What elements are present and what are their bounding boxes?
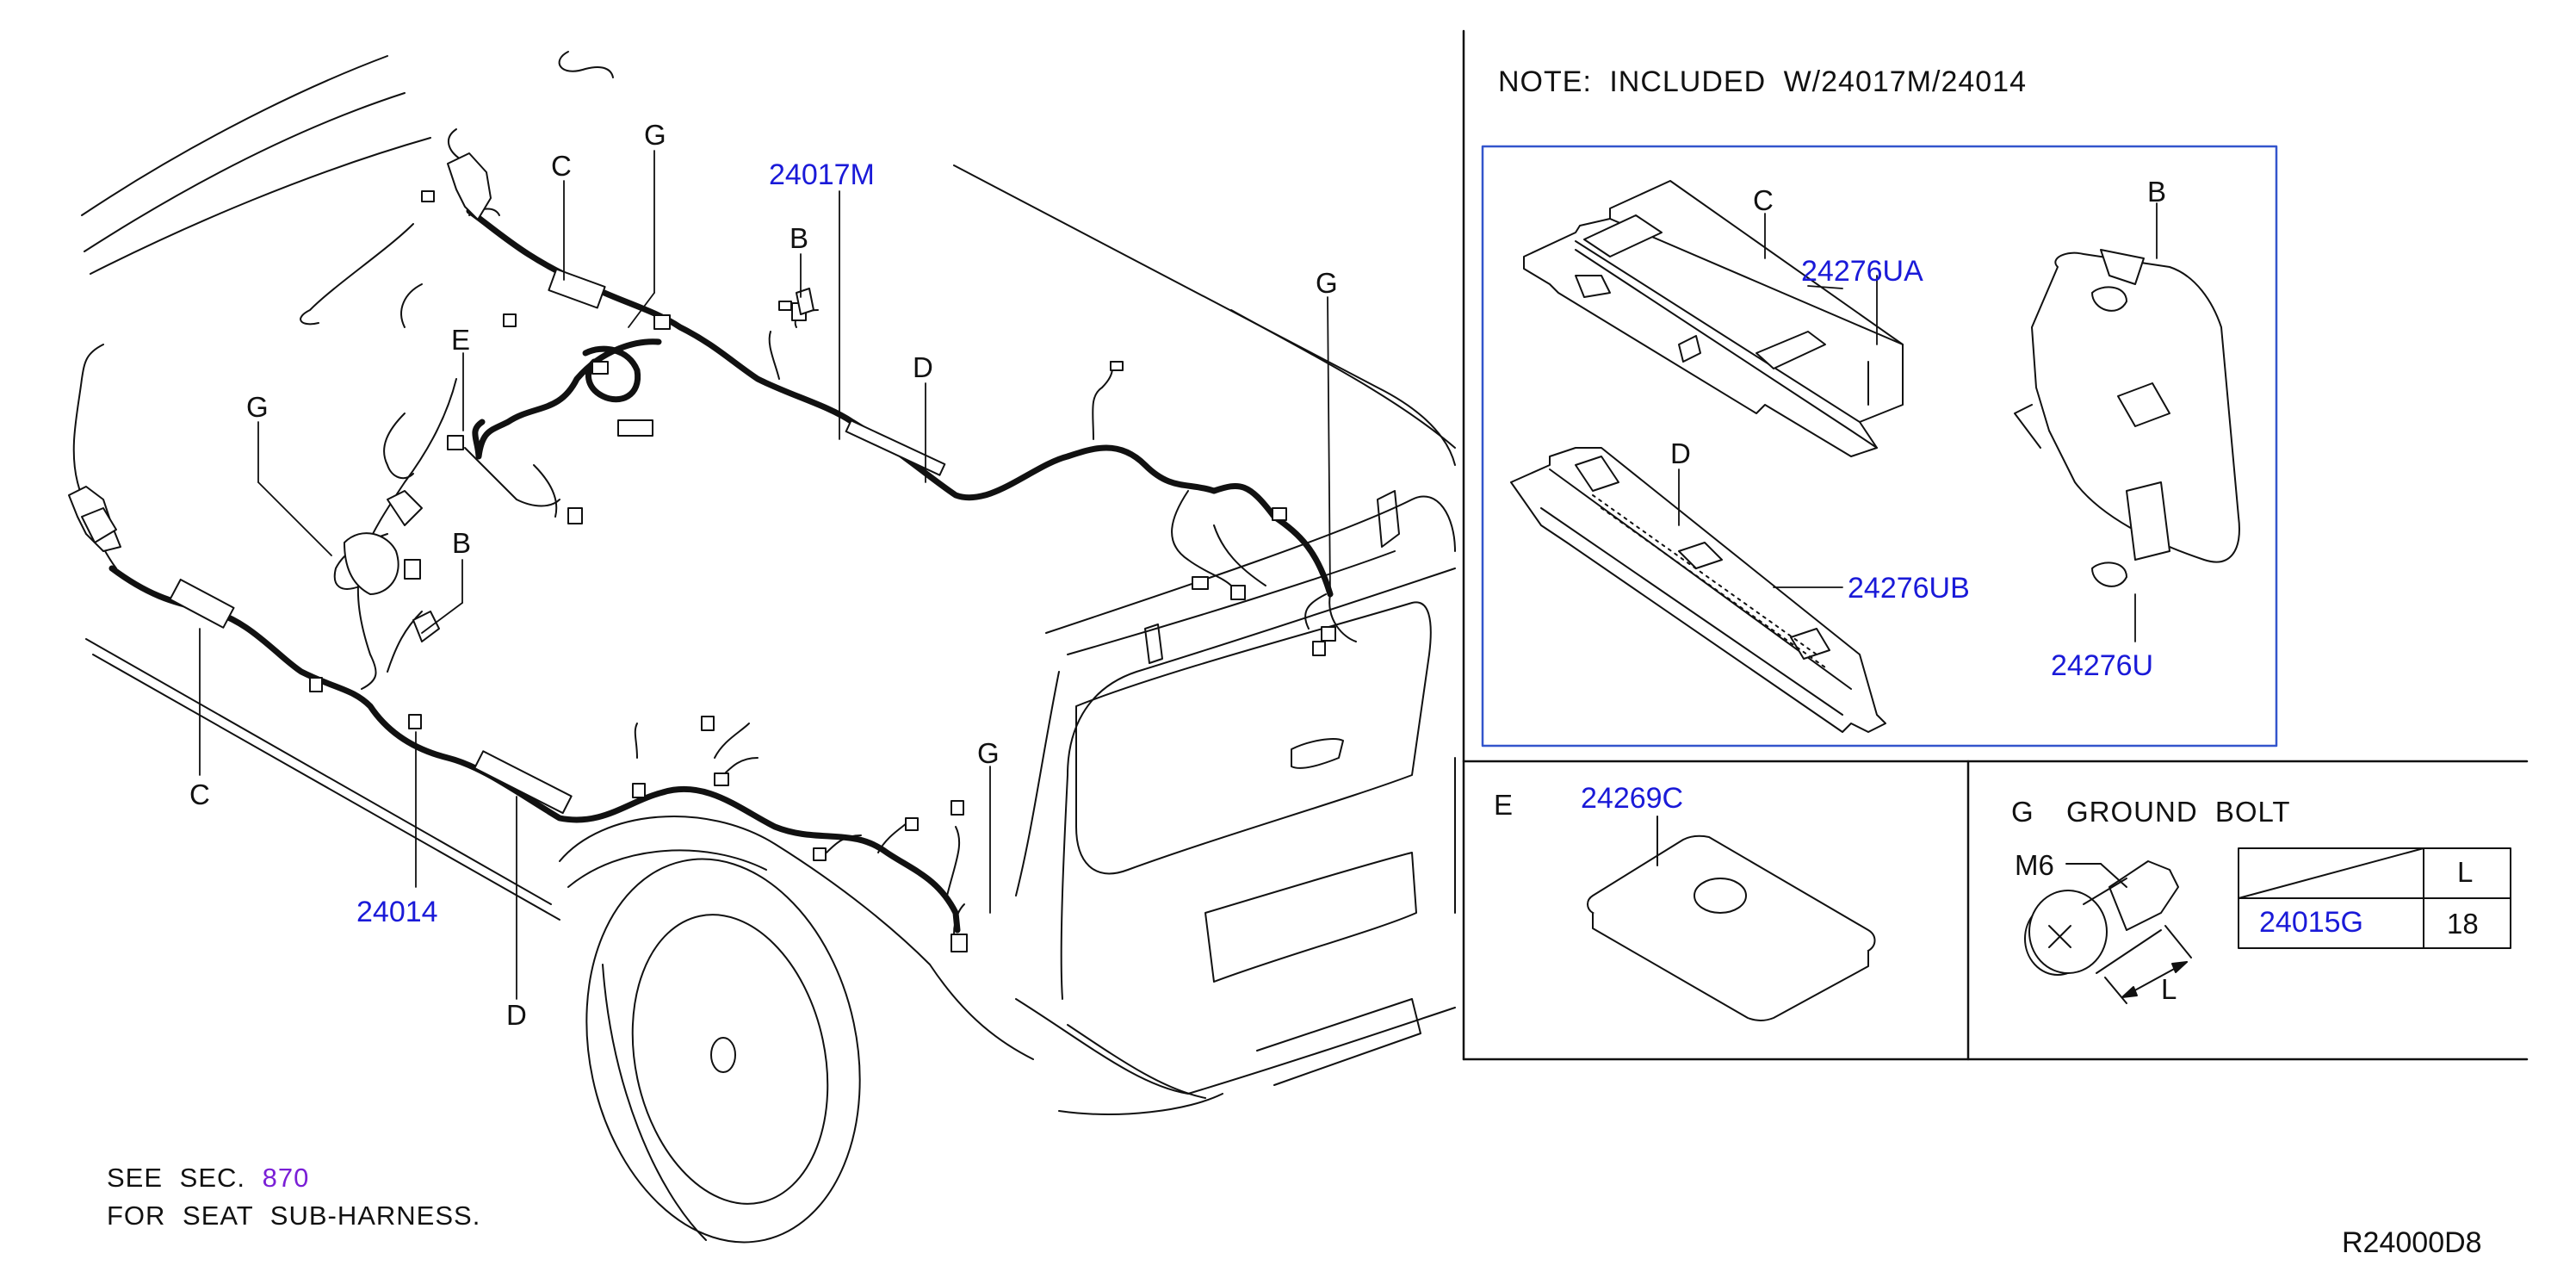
callout-g-right: G: [1316, 267, 1338, 299]
callout-leaders: [199, 150, 1331, 1000]
diagram-reference-code: R24000D8: [2342, 1226, 2482, 1259]
detail-d-part-drawing: [1510, 447, 1886, 733]
part-number-24276UB[interactable]: 24276UB: [1848, 572, 1970, 605]
callout-c-top: C: [551, 150, 572, 182]
ground-bolt-table-grid: [2238, 847, 2511, 949]
see-section-prefix: SEE SEC.: [107, 1163, 245, 1193]
callout-b-top: B: [790, 222, 809, 254]
seat-sub-harness-note: FOR SEAT SUB-HARNESS.: [107, 1200, 481, 1231]
panel-divider-lines: [1462, 29, 2529, 1061]
detail-leaders: [1678, 202, 2158, 642]
callout-b-left: B: [452, 527, 472, 559]
table-value-length: 18: [2447, 908, 2479, 940]
part-number-24017M[interactable]: 24017M: [769, 158, 875, 191]
length-dimension-label: L: [2161, 973, 2177, 1005]
callout-e-left: E: [451, 324, 471, 356]
thread-size-label: M6: [2015, 849, 2054, 881]
relay-clusters: [68, 152, 814, 642]
detail-cd-frame: [1481, 145, 2278, 748]
connectors: [169, 190, 1336, 952]
part-number-24269C[interactable]: 24269C: [1581, 782, 1684, 815]
callout-d-top: D: [913, 351, 933, 383]
see-section-text: SEE SEC. 870: [107, 1164, 309, 1191]
detail-b-clip-drawing: [2014, 249, 2240, 587]
detail-e-pad-drawing: [1587, 816, 1876, 1021]
part-number-24015G[interactable]: 24015G: [2259, 906, 2363, 939]
part-number-24276U[interactable]: 24276U: [2051, 649, 2154, 682]
detail-c-label: C: [1753, 184, 1774, 216]
main-harness: [108, 208, 1334, 934]
detail-g-label: G: [2011, 796, 2034, 828]
detail-e-label: E: [1494, 789, 1514, 821]
detail-c-part-drawing: [1523, 180, 1904, 457]
section-870-link[interactable]: 870: [262, 1163, 310, 1193]
callout-g-bottom: G: [977, 737, 1000, 769]
detail-d-label: D: [1670, 437, 1691, 469]
detail-b-label: B: [2147, 176, 2167, 208]
detail-g-bolt-drawing: [2024, 860, 2192, 1004]
callout-g-top: G: [644, 119, 666, 151]
callout-c-bottom: C: [189, 779, 210, 810]
note-text: NOTE: INCLUDED W/24017M/24014: [1498, 65, 2027, 98]
branch-wires: [72, 51, 1357, 948]
callout-d-bottom: D: [506, 999, 527, 1031]
ground-bolt-title: GROUND BOLT: [2066, 796, 2291, 828]
part-number-24276UA[interactable]: 24276UA: [1801, 255, 1923, 288]
vehicle-outline: [81, 55, 1456, 1244]
part-number-24014[interactable]: 24014: [356, 896, 438, 928]
callout-g-left: G: [246, 391, 269, 423]
table-header-l: L: [2457, 856, 2474, 888]
